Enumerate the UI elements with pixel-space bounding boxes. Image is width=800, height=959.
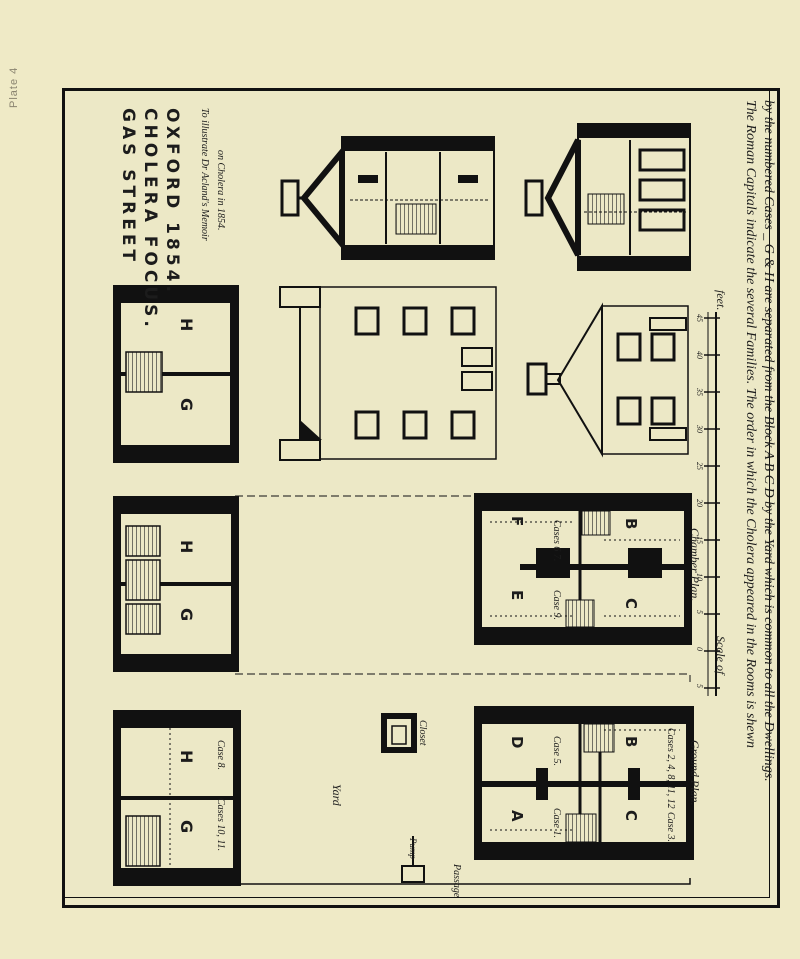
gh-house-middle: [113, 496, 239, 672]
scale-tick-label: 30: [695, 425, 704, 433]
gh-house-lower: [113, 710, 241, 886]
scale-tick-label: 15: [695, 536, 704, 544]
elevation-drawing-right: [526, 302, 689, 458]
room-letter-g-lower: G: [177, 820, 196, 834]
room-letter-g-middle: G: [177, 608, 196, 622]
elevation-drawing-middle: [279, 286, 497, 461]
scale-tick-label: 5: [695, 684, 704, 688]
room-letter-h-middle: H: [177, 540, 196, 554]
room-letter-b-ground: B: [622, 736, 640, 748]
case-label-ground-gh: Cases 10, 11.: [215, 798, 226, 852]
scale-feet-label: feet.: [714, 290, 728, 311]
room-letter-g-upper: G: [177, 398, 196, 412]
heading-line-1: GAS STREET: [118, 108, 138, 266]
scale-tick-label: 45: [695, 314, 704, 322]
scale-tick-label: 20: [695, 499, 704, 507]
heading-line-2: CHOLERA FOCUS.: [140, 108, 160, 331]
room-letter-c-ground: C: [622, 810, 640, 822]
gh-house-upper: [113, 285, 239, 463]
closet-label: Closet: [417, 720, 428, 746]
scale-tick-label: 0: [695, 647, 704, 651]
case-label-ground-d: Case 5.: [551, 736, 562, 766]
scale-tick-label: 25: [695, 462, 704, 470]
passage-label: Passage: [451, 864, 462, 898]
scale-tick-label: 35: [695, 388, 704, 396]
section-drawing-right: [524, 123, 691, 271]
room-letter-d: D: [508, 736, 526, 749]
ground-plan-title: Ground Plan.: [688, 740, 702, 806]
scale-tick-label: 5: [695, 610, 704, 614]
case-label-ground-gh-2: Case 8.: [215, 740, 226, 770]
room-letter-a: A: [508, 810, 526, 822]
heading-line-3: OXFORD 1854.: [162, 108, 182, 296]
caption-line-1: The Roman Capitals indicate the several …: [743, 100, 758, 748]
ground-plan-block: [474, 706, 694, 860]
case-label-ground-b: Cases 2, 4, 8, 11, 12: [665, 728, 676, 809]
room-letter-c-chamber: C: [622, 598, 640, 610]
dedication-line-1: To illustrate Dr Acland's Memoir: [199, 108, 210, 241]
chamber-plan-block: [474, 493, 692, 645]
yard-label: Yard: [330, 784, 344, 806]
case-label-chamber-right: Cases 6 7.: [551, 520, 562, 562]
pump: [401, 836, 425, 883]
room-letter-h-upper: H: [177, 318, 196, 332]
room-letter-h-lower: H: [177, 750, 196, 764]
caption-line-2: by the numbered Cases _ G & H are separa…: [761, 100, 776, 782]
case-label-ground-c: Case 3.: [665, 812, 676, 842]
scale-tick-label: 40: [695, 351, 704, 359]
case-label-ground-a: Case 1.: [551, 808, 562, 838]
case-label-chamber-left: Case 9.: [551, 590, 562, 620]
section-drawing-upper: [280, 136, 495, 260]
dedication-line-2: on Cholera in 1854.: [215, 150, 226, 231]
room-letter-f: F: [508, 516, 526, 527]
room-letter-e: E: [508, 590, 526, 601]
scale-bar: [704, 312, 720, 696]
room-letter-b-chamber: B: [622, 518, 640, 530]
pump-label: Pump: [408, 838, 418, 859]
closet: [381, 713, 417, 753]
scale-tick-label: 10: [695, 573, 704, 581]
scale-label: Scale of: [714, 636, 728, 675]
